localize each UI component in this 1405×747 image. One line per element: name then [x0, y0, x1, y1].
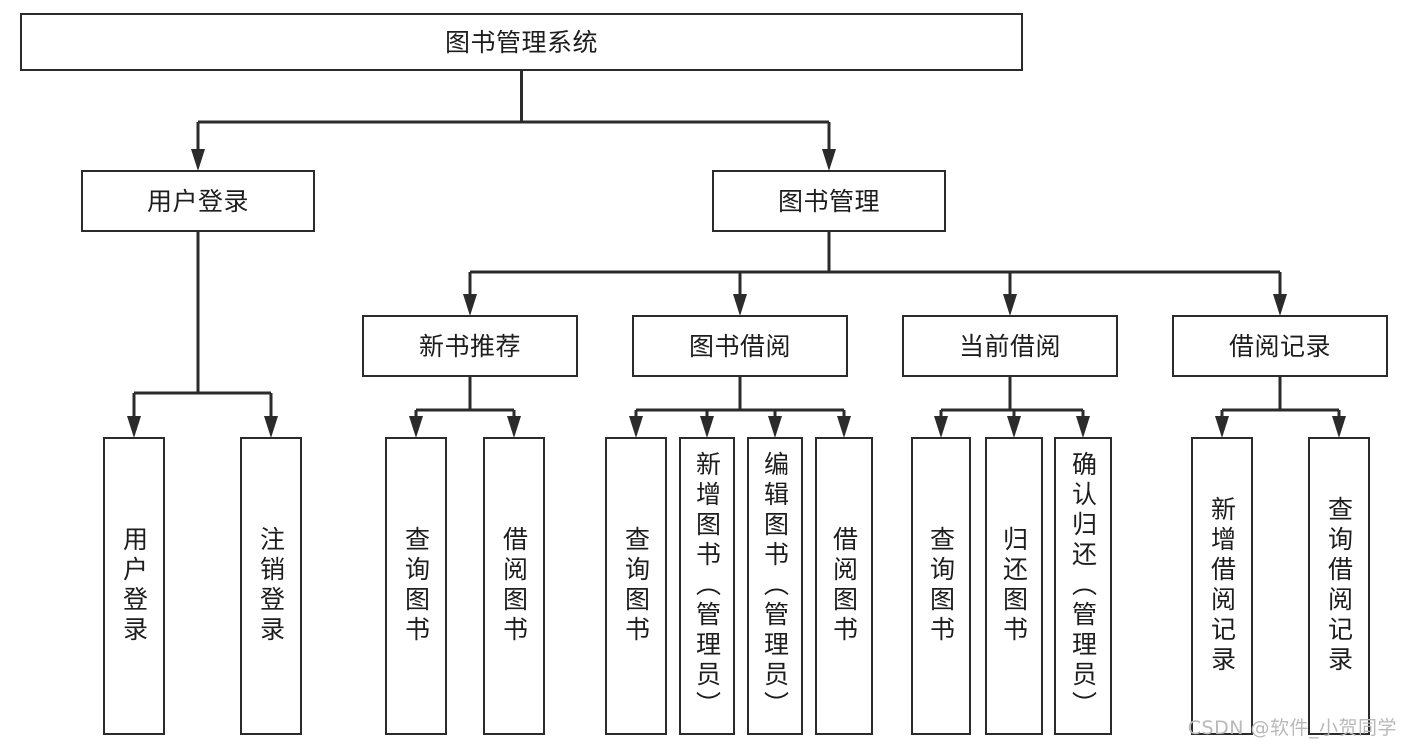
node-leaf-confirm-return[interactable]: 确认归还（管理员） — [1054, 437, 1112, 735]
node-root[interactable]: 图书管理系统 — [20, 13, 1023, 71]
node-leaf-user-login[interactable]: 用户登录 — [103, 437, 165, 735]
node-leaf-query-book-a[interactable]: 查询图书 — [385, 437, 447, 735]
leaf-label: 注销登录 — [256, 526, 286, 646]
leaf-label: 新增借阅记录 — [1207, 496, 1237, 676]
leaf-label: 查询图书 — [401, 526, 431, 646]
node-leaf-logout[interactable]: 注销登录 — [240, 437, 302, 735]
leaf-label: 新增图书（管理员） — [692, 451, 722, 721]
node-leaf-query-book-b[interactable]: 查询图书 — [605, 437, 667, 735]
node-leaf-add-book[interactable]: 新增图书（管理员） — [679, 437, 735, 735]
node-leaf-edit-book[interactable]: 编辑图书（管理员） — [747, 437, 803, 735]
leaf-label: 查询图书 — [621, 526, 651, 646]
node-leaf-return-book[interactable]: 归还图书 — [985, 437, 1043, 735]
node-current-borrow[interactable]: 当前借阅 — [902, 315, 1118, 377]
watermark: CSDN @软件_小贺同学 — [1187, 717, 1397, 739]
leaf-label: 借阅图书 — [829, 526, 859, 646]
node-book-borrow[interactable]: 图书借阅 — [632, 315, 848, 377]
node-leaf-query-book-c[interactable]: 查询图书 — [911, 437, 971, 735]
node-book-manage[interactable]: 图书管理 — [712, 170, 946, 232]
leaf-label: 借阅图书 — [499, 526, 529, 646]
node-leaf-add-record[interactable]: 新增借阅记录 — [1191, 437, 1253, 735]
leaf-label: 编辑图书（管理员） — [760, 451, 790, 721]
node-new-book-rec[interactable]: 新书推荐 — [362, 315, 578, 377]
leaf-label: 用户登录 — [119, 526, 149, 646]
leaf-label: 确认归还（管理员） — [1068, 451, 1098, 721]
node-borrow-record[interactable]: 借阅记录 — [1172, 315, 1388, 377]
node-leaf-borrow-book-b[interactable]: 借阅图书 — [815, 437, 873, 735]
leaf-label: 查询借阅记录 — [1324, 496, 1354, 676]
node-user-login[interactable]: 用户登录 — [81, 170, 315, 232]
leaf-label: 查询图书 — [926, 526, 956, 646]
leaf-label: 归还图书 — [999, 526, 1029, 646]
node-leaf-query-record[interactable]: 查询借阅记录 — [1308, 437, 1370, 735]
node-leaf-borrow-book-a[interactable]: 借阅图书 — [483, 437, 545, 735]
